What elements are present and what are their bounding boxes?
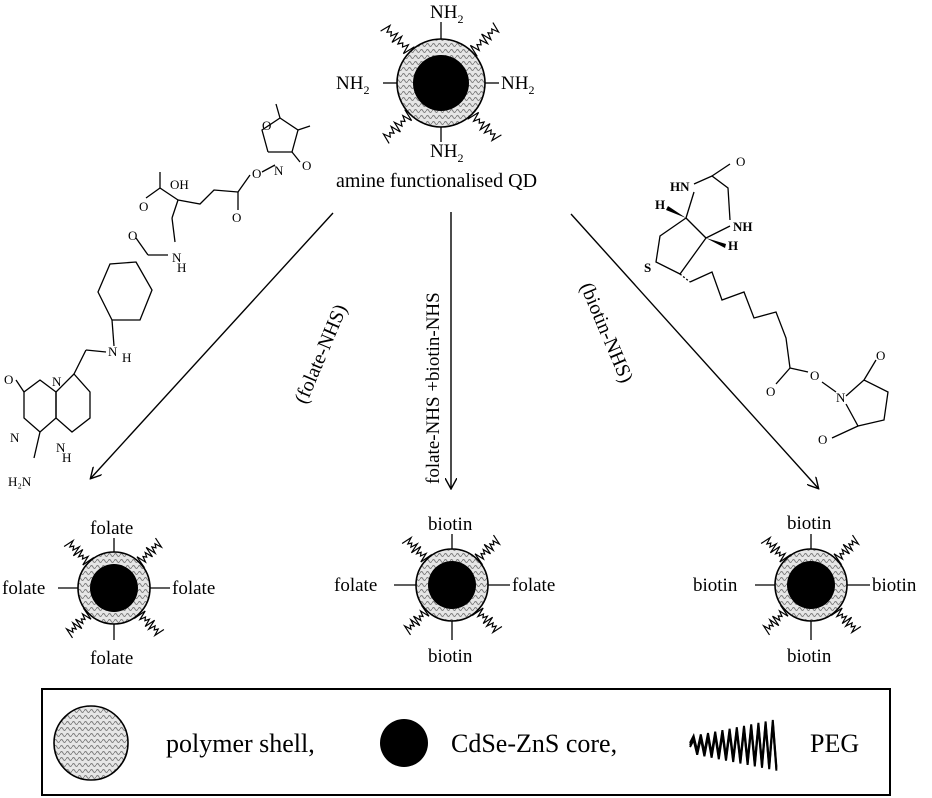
biotin-carbonyl-o: O (766, 384, 775, 399)
peg-chain (474, 534, 502, 565)
folate-ester-o: O (252, 166, 261, 181)
peg-chain (760, 535, 791, 563)
arrow-left-label: (folate-NHS) (290, 301, 351, 407)
peg-chain (64, 608, 92, 639)
amine-qd-peg-chains (380, 22, 502, 144)
peg-chain (136, 537, 164, 568)
folate-nh2: H₂N (8, 474, 32, 489)
peg-chain (402, 605, 430, 636)
product-biotin-label-bottom: biotin (787, 646, 832, 667)
legend-core-label: CdSe-ZnS core, (451, 729, 617, 758)
folate-acid-o: O (139, 199, 148, 214)
product-folate-label-bottom: folate (90, 648, 133, 669)
peg-chain (469, 22, 500, 57)
product-qd-folate: folate folate folate folate (2, 518, 215, 669)
product-biotin-label-top: biotin (787, 513, 832, 534)
biotin-nh: NH (733, 219, 753, 234)
folate-pteridine-n1: N (52, 374, 62, 389)
biotin-nhs-n: N (836, 390, 846, 405)
peg-chain (761, 605, 789, 636)
peg-chain (472, 607, 503, 635)
peg-chain (382, 109, 413, 144)
product-biotin-label-left: biotin (693, 575, 738, 596)
product-folate-label-right: folate (172, 578, 215, 599)
biotin-s: S (644, 260, 651, 275)
biotin-hn: HN (670, 179, 690, 194)
biotin-nhs-o1: O (876, 348, 885, 363)
peg-chain (401, 535, 432, 563)
folate-ester-carbonyl-o: O (232, 210, 241, 225)
peg-chain (380, 24, 415, 55)
amine-qd-nh2-top: NH2 (430, 2, 463, 26)
product-mixed-label-top: biotin (428, 514, 473, 535)
product-biotin-label-right: biotin (872, 575, 917, 596)
peg-chain (831, 607, 862, 635)
folate-oh: OH (170, 177, 189, 192)
peg-chain (63, 538, 94, 566)
legend-peg-icon (689, 719, 778, 771)
legend: polymer shell, CdSe-ZnS core, PEG (41, 688, 891, 796)
folate-amide-h: H (177, 260, 186, 275)
biotin-nhs-structure: HN NH O H H S O O N O O (644, 154, 889, 447)
folate-nhs-n: N (274, 163, 284, 178)
product-folate-label-left: folate (2, 578, 45, 599)
product-qd-mixed: biotin biotin folate folate (334, 514, 555, 667)
peg-chain (467, 111, 502, 142)
amine-qd-core (413, 55, 469, 111)
biotin-urea-o: O (736, 154, 745, 169)
biotin-ester-o: O (810, 368, 819, 383)
amine-qd-caption: amine functionalised QD (336, 170, 537, 192)
product-qd-mixed-core (428, 561, 476, 609)
amine-qd-nh2-left: NH2 (336, 73, 369, 97)
folate-pteridine-n2: N (10, 430, 20, 445)
folate-amide-o: O (128, 228, 137, 243)
peg-chain (833, 534, 861, 565)
folate-amine-h: H (122, 350, 131, 365)
legend-shell-label: polymer shell, (166, 729, 315, 758)
folate-nhs-structure: O O N O O OH O N H O N H N N H N (4, 103, 311, 489)
folate-pteridine-h: H (62, 450, 71, 465)
folate-pteridine-nh: N (56, 440, 66, 455)
arrow-right (570, 213, 818, 488)
folate-nhs-o-right: O (302, 158, 311, 173)
arrow-left (91, 212, 334, 478)
product-mixed-label-left: folate (334, 575, 377, 596)
biotin-h-2: H (728, 238, 738, 253)
product-mixed-label-right: folate (512, 575, 555, 596)
product-qd-biotin-core (787, 561, 835, 609)
product-mixed-label-bottom: biotin (428, 646, 473, 667)
legend-peg-label: PEG (810, 729, 859, 758)
amine-qd-nh2-bottom: NH2 (430, 141, 463, 165)
product-folate-label-top: folate (90, 518, 133, 539)
biotin-nhs-o2: O (818, 432, 827, 447)
arrow-right-label: (biotin-NHS) (575, 279, 637, 386)
product-qd-biotin: biotin biotin biotin biotin (693, 513, 917, 667)
biotin-h-1: H (655, 197, 665, 212)
product-qd-folate-core (90, 564, 138, 612)
folate-amide-n: N (172, 250, 182, 265)
legend-peg-zigzag (689, 723, 778, 771)
folate-pteridine-o: O (4, 372, 13, 387)
legend-polymer-shell-icon (53, 705, 129, 781)
legend-core-icon (380, 719, 428, 767)
peg-chain (134, 610, 165, 638)
folate-amine-n: N (108, 344, 118, 359)
arrow-middle-label: folate-NHS +biotin-NHS (423, 292, 444, 484)
amine-qd-nh2-right: NH2 (501, 73, 534, 97)
folate-nhs-o-top: O (262, 118, 271, 133)
amine-qd: NH2 NH2 NH2 NH2 amine functionalised QD (336, 2, 537, 192)
